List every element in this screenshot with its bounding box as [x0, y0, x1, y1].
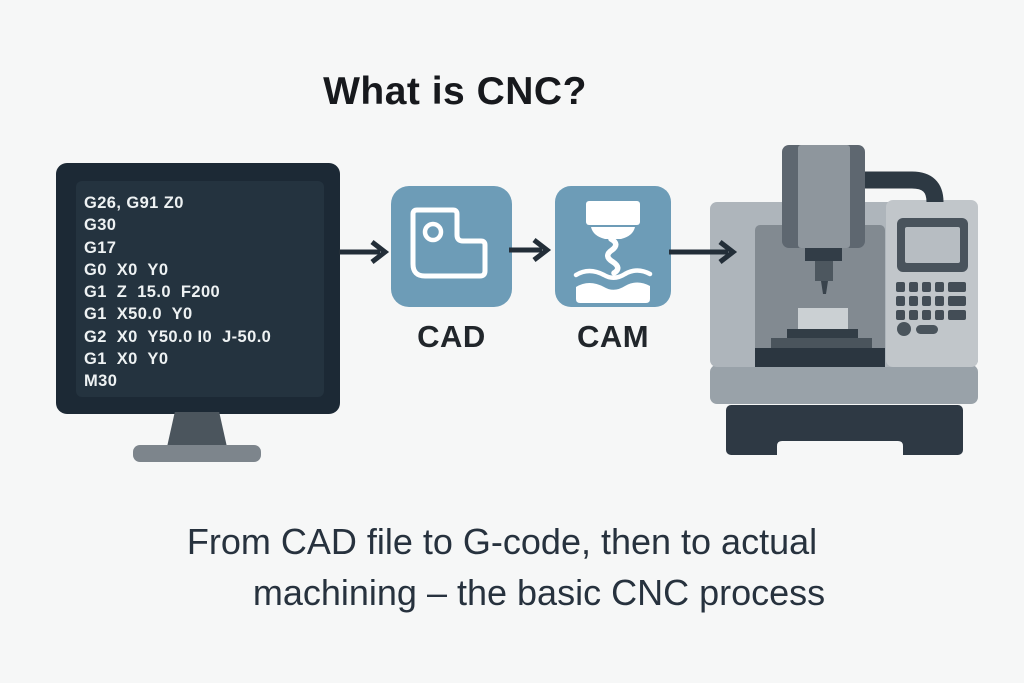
cad-icon	[391, 186, 512, 307]
gcode-line: G30	[84, 216, 117, 235]
gcode-line: G1 X50.0 Y0	[84, 305, 193, 324]
cam-milling-icon	[573, 201, 653, 303]
cnc-machine-icon	[710, 145, 978, 456]
table-step-2	[771, 338, 872, 348]
panel-pill-button	[916, 325, 938, 334]
table-step-1	[787, 329, 858, 338]
cutting-tool	[821, 281, 828, 294]
spindle-head	[805, 248, 842, 261]
gcode-line: G0 X0 Y0	[84, 260, 169, 279]
spindle-column	[798, 145, 850, 248]
panel-dial-button	[897, 322, 911, 336]
gcode-line: G2 X0 Y50.0 I0 J-50.0	[84, 327, 272, 346]
monitor-stand-neck	[167, 412, 227, 447]
workpiece	[798, 308, 848, 329]
table-base	[755, 348, 885, 367]
cam-label: CAM	[576, 319, 650, 354]
caption: From CAD file to G-code, then to actual …	[0, 516, 1004, 618]
spindle-chuck	[815, 261, 833, 281]
cad-part-icon	[410, 207, 488, 279]
machine-lower-band	[710, 365, 978, 404]
keypad	[896, 282, 966, 320]
gcode-line: G17	[84, 238, 117, 257]
panel-screen	[905, 227, 960, 263]
conduit-pipe	[858, 171, 944, 203]
caption-line-2: machining – the basic CNC process	[252, 572, 826, 613]
monitor-stand-base	[133, 445, 261, 462]
gcode-line: G1 Z 15.0 F200	[84, 283, 221, 302]
cad-label: CAD	[417, 319, 486, 354]
arrow-right-icon	[669, 240, 738, 264]
arrow-right-icon	[509, 238, 552, 262]
machine-base-notch	[777, 441, 903, 456]
page-title: What is CNC?	[323, 70, 587, 113]
cam-icon	[555, 186, 671, 307]
gcode-line: M30	[84, 372, 118, 391]
gcode-line: G26, G91 Z0	[84, 194, 184, 212]
caption-line-1: From CAD file to G-code, then to actual	[186, 521, 818, 562]
arrow-right-icon	[339, 240, 390, 264]
gcode-line: G1 X0 Y0	[84, 350, 169, 369]
